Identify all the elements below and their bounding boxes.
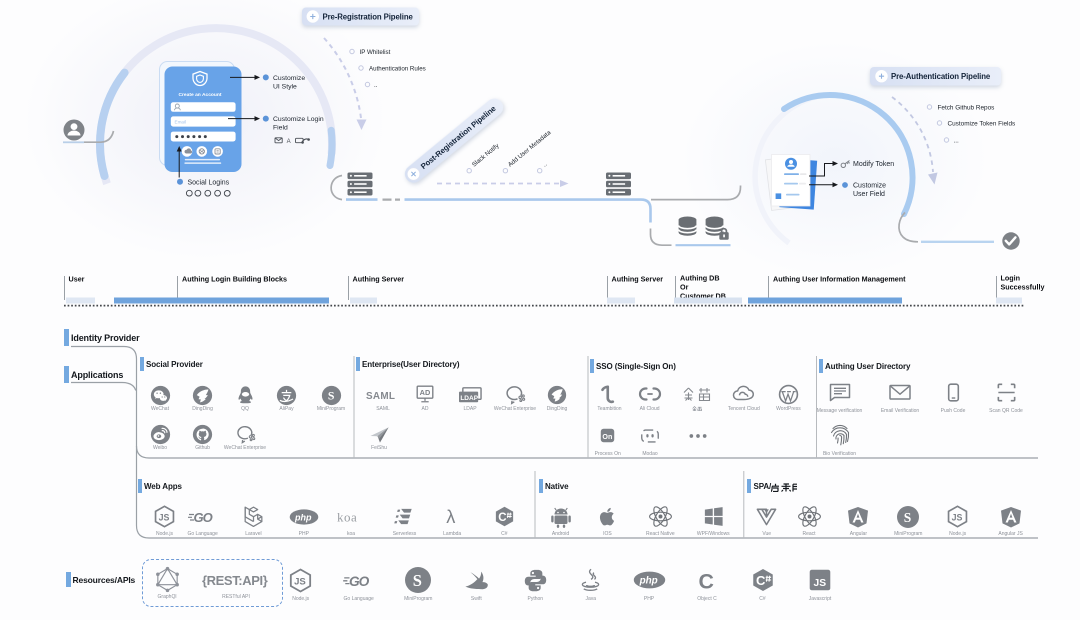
svg-text:Create an Account: Create an Account: [178, 92, 221, 98]
svg-text:S: S: [413, 571, 422, 590]
svg-text:IP Whitelist: IP Whitelist: [360, 49, 391, 56]
svg-text:Social Logins: Social Logins: [188, 179, 230, 186]
svg-text:Pre-Authentication Pipeline: Pre-Authentication Pipeline: [891, 72, 991, 81]
svg-text:Field: Field: [273, 125, 288, 132]
svg-text:Login: Login: [1001, 274, 1021, 283]
svg-text:Authentication Rules: Authentication Rules: [369, 65, 426, 72]
svg-text:UI Style: UI Style: [273, 83, 297, 90]
svg-text:Authing Server: Authing Server: [612, 275, 664, 284]
svg-text:Customer DB: Customer DB: [680, 292, 726, 301]
svg-text:User Field: User Field: [853, 191, 885, 198]
svg-text:Successfully: Successfully: [1001, 283, 1045, 292]
svg-text:...: ...: [954, 137, 960, 144]
svg-text:Modify Token: Modify Token: [853, 161, 894, 168]
svg-text:A: A: [287, 139, 291, 145]
svg-text:Customize Token Fields: Customize Token Fields: [948, 120, 1016, 127]
svg-text:Authing Login Building Blocks: Authing Login Building Blocks: [182, 275, 287, 284]
svg-text:Authing Server: Authing Server: [353, 275, 405, 284]
svg-text:Fetch Github Repos: Fetch Github Repos: [938, 104, 995, 111]
svg-text:Email: Email: [175, 119, 187, 124]
svg-text:Post-Registration Pipeline: Post-Registration Pipeline: [419, 104, 498, 172]
svg-text:..: ..: [374, 82, 378, 89]
svg-text:..: ..: [541, 161, 548, 169]
svg-text:Pre-Registration Pipeline: Pre-Registration Pipeline: [323, 12, 414, 21]
svg-text:Customize: Customize: [853, 183, 886, 190]
svg-text:Customize: Customize: [273, 75, 305, 82]
svg-text:User: User: [69, 275, 85, 284]
svg-text:Authing DB: Authing DB: [680, 274, 720, 283]
svg-text:Authing User Information Manag: Authing User Information Management: [773, 275, 906, 284]
svg-text:Slack Notify: Slack Notify: [471, 142, 501, 169]
svg-text:Or: Or: [680, 283, 689, 292]
svg-text:Add User Metadata: Add User Metadata: [507, 129, 553, 169]
svg-text:Customize Login: Customize Login: [273, 116, 324, 123]
